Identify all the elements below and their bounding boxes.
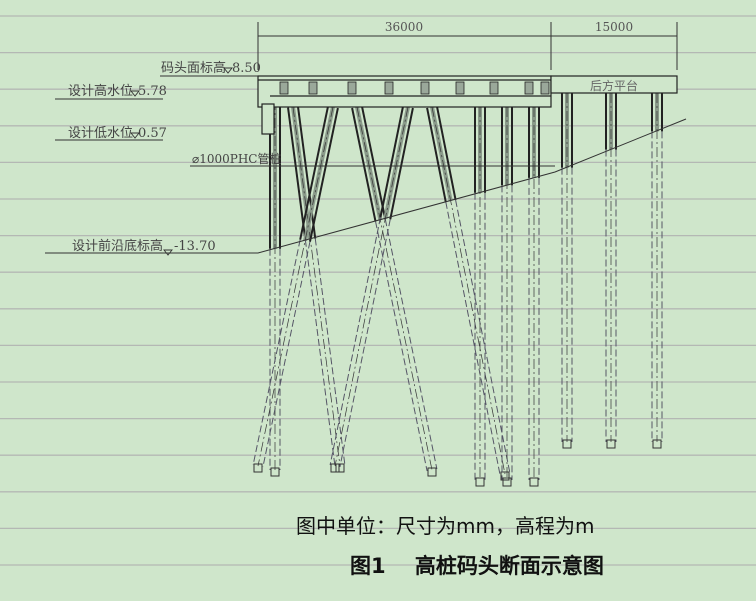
pile <box>561 93 573 449</box>
deck-beam <box>384 81 394 95</box>
figure-title: 图1 高桩码头断面示意图 <box>350 554 604 578</box>
deck-beam <box>524 81 534 95</box>
dimension-36000: 36000 <box>385 20 423 34</box>
elevation-labels: 码头面标高 8.50 设计高水位 5.78 设计低水位 0.57 ⌀1000PH… <box>68 60 282 254</box>
dimension-15000: 15000 <box>595 20 633 34</box>
pile <box>287 106 346 473</box>
piles <box>252 93 663 487</box>
front-bottom-value: -13.70 <box>174 239 216 254</box>
pile <box>605 93 617 449</box>
pile <box>528 107 540 487</box>
rear-platform-label: 后方平台 <box>590 78 638 93</box>
rear-platform <box>550 75 678 94</box>
pile <box>474 107 486 487</box>
pile <box>351 105 438 477</box>
dimension-lines <box>257 22 678 70</box>
pile <box>651 93 663 449</box>
pile <box>426 105 511 481</box>
pile <box>329 105 414 473</box>
front-bottom-label: 设计前沿底标高 <box>72 238 163 254</box>
units-note: 图中单位：尺寸为mm，高程为m <box>296 514 595 538</box>
low-water-value: 0.57 <box>138 126 167 141</box>
deck-beam <box>279 81 289 95</box>
deck-beams <box>279 81 550 95</box>
high-water-label: 设计高水位 <box>68 83 133 99</box>
elevation-triangle-icons <box>130 67 233 256</box>
deck-elevation-label: 码头面标高 <box>161 60 226 76</box>
wharf-deck <box>257 75 552 135</box>
pile <box>501 107 513 487</box>
deck-beam <box>347 81 357 95</box>
deck-beam <box>489 81 499 95</box>
deck-beam <box>308 81 318 95</box>
deck-beam <box>540 81 550 95</box>
high-water-value: 5.78 <box>138 84 167 99</box>
pile <box>252 105 339 473</box>
deck-beam <box>420 81 430 95</box>
deck-elevation-value: 8.50 <box>232 61 261 76</box>
label-underlines <box>55 75 258 141</box>
seabed-line <box>45 118 687 254</box>
low-water-label: 设计低水位 <box>68 126 133 141</box>
pile-type-label: ⌀1000PHC管桩 <box>192 151 282 166</box>
deck-beam <box>455 81 465 95</box>
